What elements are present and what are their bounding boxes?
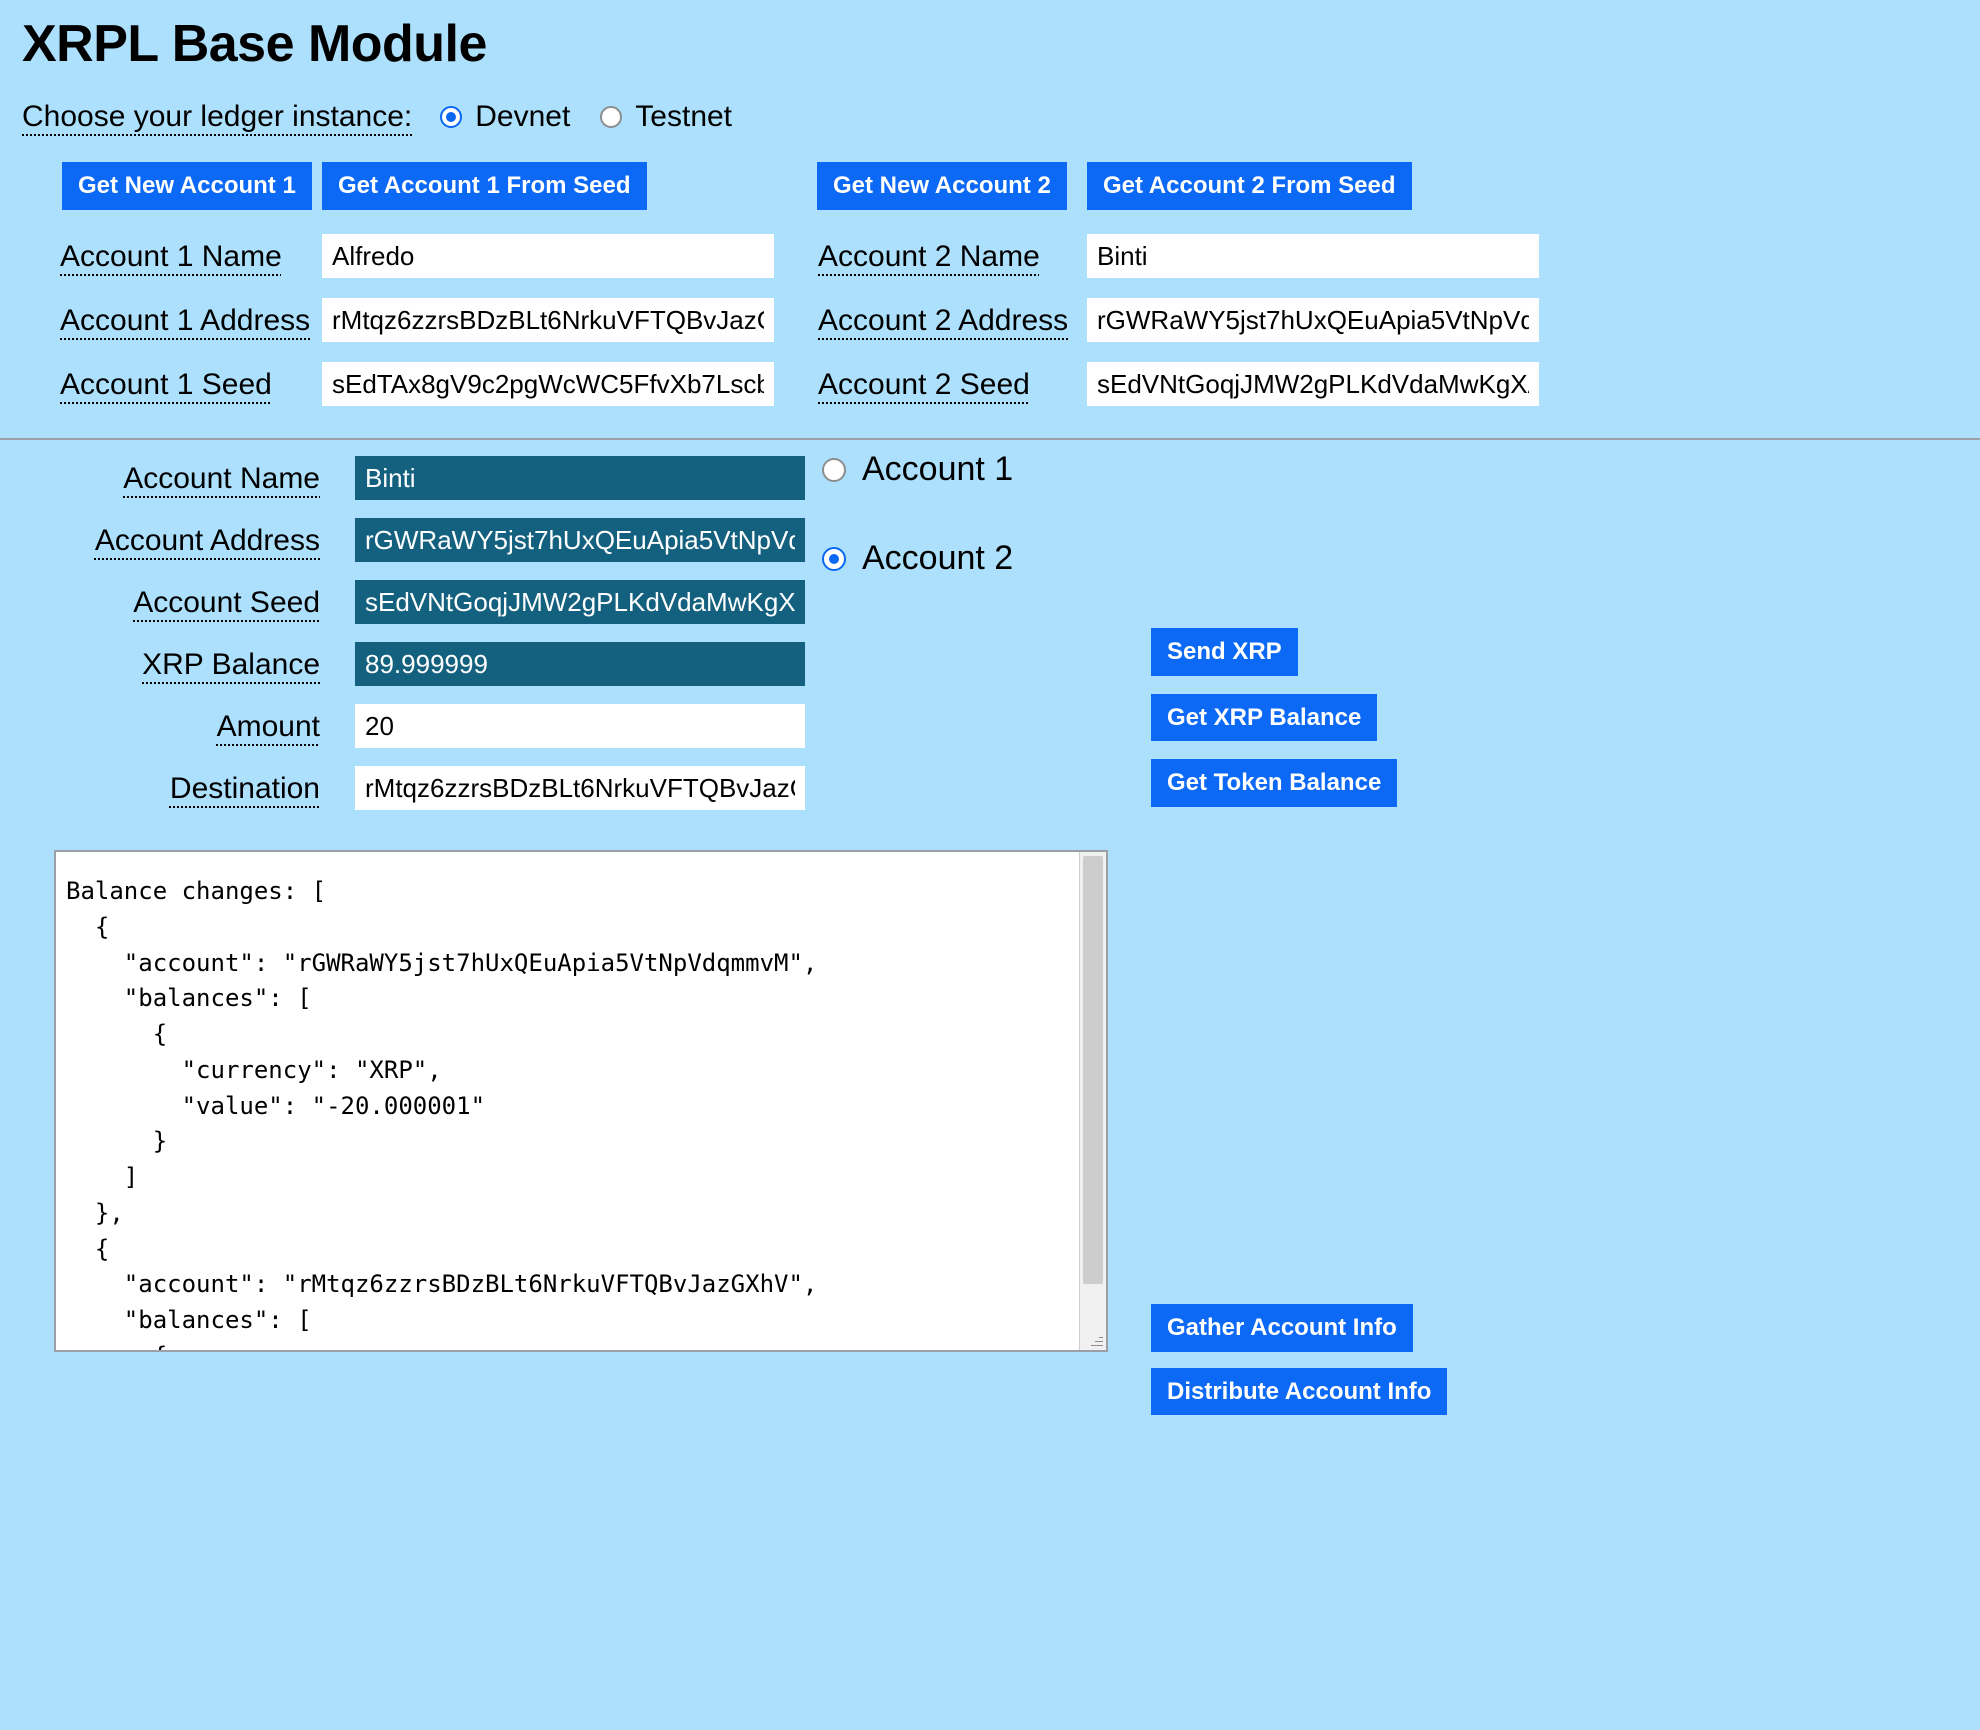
account-2-seed-label: Account 2 Seed [818,368,1030,401]
get-xrp-balance-button[interactable]: Get XRP Balance [1151,693,1378,742]
ledger-instance-chooser: Choose your ledger instance: Devnet Test… [22,100,1980,134]
account-selector-option-2-label: Account 2 [862,539,1014,577]
account-2-seed-input[interactable] [1087,362,1539,406]
ledger-option-testnet-label: Testnet [635,100,733,133]
ledger-option-testnet[interactable]: Testnet [600,100,732,134]
account-2-address-label: Account 2 Address [818,304,1069,337]
account-2-address-input[interactable] [1087,298,1539,342]
radio-devnet-icon[interactable] [440,106,463,128]
operations-section: Account Name Account Address Account See… [0,440,1980,840]
accounts-section: Get New Account 1 Get Account 1 From See… [0,162,1980,430]
account-1-seed-input[interactable] [322,362,774,406]
page-title: XRPL Base Module [22,15,487,73]
section-divider [0,438,1980,440]
operation-account-address-label: Account Address [94,524,320,557]
get-new-account-2-button[interactable]: Get New Account 2 [817,162,1067,210]
operation-account-name-input[interactable] [355,456,805,500]
account-selector-radio-group: Account 1 Account 2 [822,450,1013,628]
destination-label: Destination [169,772,320,805]
amount-input[interactable] [355,704,805,748]
account-1-seed-label: Account 1 Seed [60,368,272,401]
results-console-scrollbar[interactable] [1079,852,1106,1350]
destination-input[interactable] [355,766,805,810]
send-xrp-button[interactable]: Send XRP [1151,628,1298,676]
operation-account-seed-input[interactable] [355,580,805,624]
radio-testnet-icon[interactable] [600,106,623,128]
results-console-output: Balance changes: [ { "account": "rGWRaWY… [66,877,818,1350]
account-selector-option-1[interactable]: Account 1 [822,450,1013,489]
account-1-name-label: Account 1 Name [60,240,282,273]
ledger-radio-group: Devnet Testnet [440,100,762,134]
account-1-address-label: Account 1 Address [60,304,311,337]
amount-label: Amount [216,710,320,743]
get-account-2-from-seed-button[interactable]: Get Account 2 From Seed [1087,162,1412,210]
radio-account-2-icon[interactable] [822,546,846,571]
xrp-balance-label: XRP Balance [142,648,320,681]
account-2-name-label: Account 2 Name [818,240,1040,273]
ledger-instance-label: Choose your ledger instance: [22,100,413,133]
xrp-action-buttons: Send XRP Get XRP Balance Get Token Balan… [1151,628,1398,825]
operation-account-name-label: Account Name [123,462,320,495]
account-1-address-input[interactable] [322,298,774,342]
get-new-account-1-button[interactable]: Get New Account 1 [62,162,312,210]
results-console[interactable]: Balance changes: [ { "account": "rGWRaWY… [54,850,1108,1352]
ledger-option-devnet-label: Devnet [475,100,571,133]
resize-grip-icon[interactable] [1089,1334,1103,1348]
gather-account-info-button[interactable]: Gather Account Info [1151,1304,1413,1352]
get-token-balance-button[interactable]: Get Token Balance [1151,759,1398,807]
account-selector-option-1-label: Account 1 [862,450,1014,488]
account-selector-option-2[interactable]: Account 2 [822,539,1013,578]
radio-account-1-icon[interactable] [822,457,846,482]
ledger-option-devnet[interactable]: Devnet [440,100,570,134]
operation-account-address-input[interactable] [355,518,805,562]
account-info-buttons: Gather Account Info Distribute Account I… [1151,1304,1448,1431]
get-account-1-from-seed-button[interactable]: Get Account 1 From Seed [322,162,647,210]
account-2-name-input[interactable] [1087,234,1539,278]
distribute-account-info-button[interactable]: Distribute Account Info [1151,1367,1448,1416]
account-1-name-input[interactable] [322,234,774,278]
xrp-balance-input[interactable] [355,642,805,686]
operation-account-seed-label: Account Seed [133,586,320,619]
results-console-scroll-thumb[interactable] [1083,856,1103,1284]
